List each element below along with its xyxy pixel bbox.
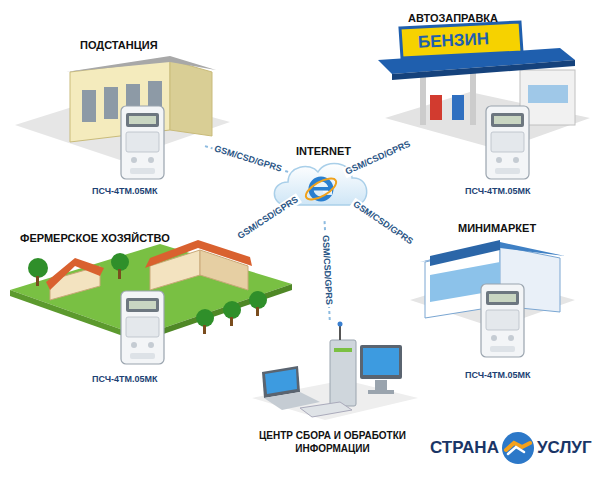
site-heading: ЦЕНТР СБОРА И ОБРАБОТКИ ИНФОРМАЦИИ <box>250 430 415 455</box>
site-heading: ФЕРМЕРСКОЕ ХОЗЯЙСТВО <box>20 232 170 244</box>
meter-label: ПСЧ-4ТМ.05МК <box>92 186 158 196</box>
site-node: ПОДСТАНЦИЯ ПСЧ-4ТМ.05МК <box>20 35 205 200</box>
link-label: GSM/CSD/GPRS <box>341 138 413 178</box>
site-heading: АВТОЗАПРАВКА <box>408 12 498 24</box>
radio-link <box>245 204 290 233</box>
radio-link <box>355 204 410 241</box>
link-label: GSM/CSD/GPRS <box>349 198 416 249</box>
watermark: СТРАНА <box>430 438 499 458</box>
radio-link <box>324 220 329 320</box>
radio-link <box>355 148 400 168</box>
meter-label: ПСЧ-4ТМ.05МК <box>465 370 531 380</box>
site-node: INTERNET <box>290 145 355 220</box>
meter-label: ПСЧ-4ТМ.05МК <box>465 186 531 196</box>
site-heading: INTERNET <box>296 145 351 157</box>
watermark: УСЛУГ <box>537 438 592 458</box>
link-label: GSM/CSD/GPRS <box>211 143 285 175</box>
site-heading: МИНИМАРКЕТ <box>458 222 536 234</box>
link-label: GSM/CSD/GPRS <box>234 194 302 244</box>
site-heading: ПОДСТАНЦИЯ <box>80 39 158 51</box>
site-node: ФЕРМЕРСКОЕ ХОЗЯЙСТВО ПСЧ-4ТМ.05МК <box>10 230 245 390</box>
sign-text: БЕНЗИН <box>418 29 490 53</box>
meter-label: ПСЧ-4ТМ.05МК <box>92 374 158 384</box>
link-label: GSM/CSD/GPRS <box>320 233 335 307</box>
site-node: ЦЕНТР СБОРА И ОБРАБОТКИ ИНФОРМАЦИИ <box>250 320 417 462</box>
site-node: АВТОЗАПРАВКА ПСЧ-4ТМ.05МК <box>400 10 590 200</box>
radio-link <box>205 146 290 172</box>
site-node: МИНИМАРКЕТ ПСЧ-4ТМ.05МК <box>410 220 590 385</box>
